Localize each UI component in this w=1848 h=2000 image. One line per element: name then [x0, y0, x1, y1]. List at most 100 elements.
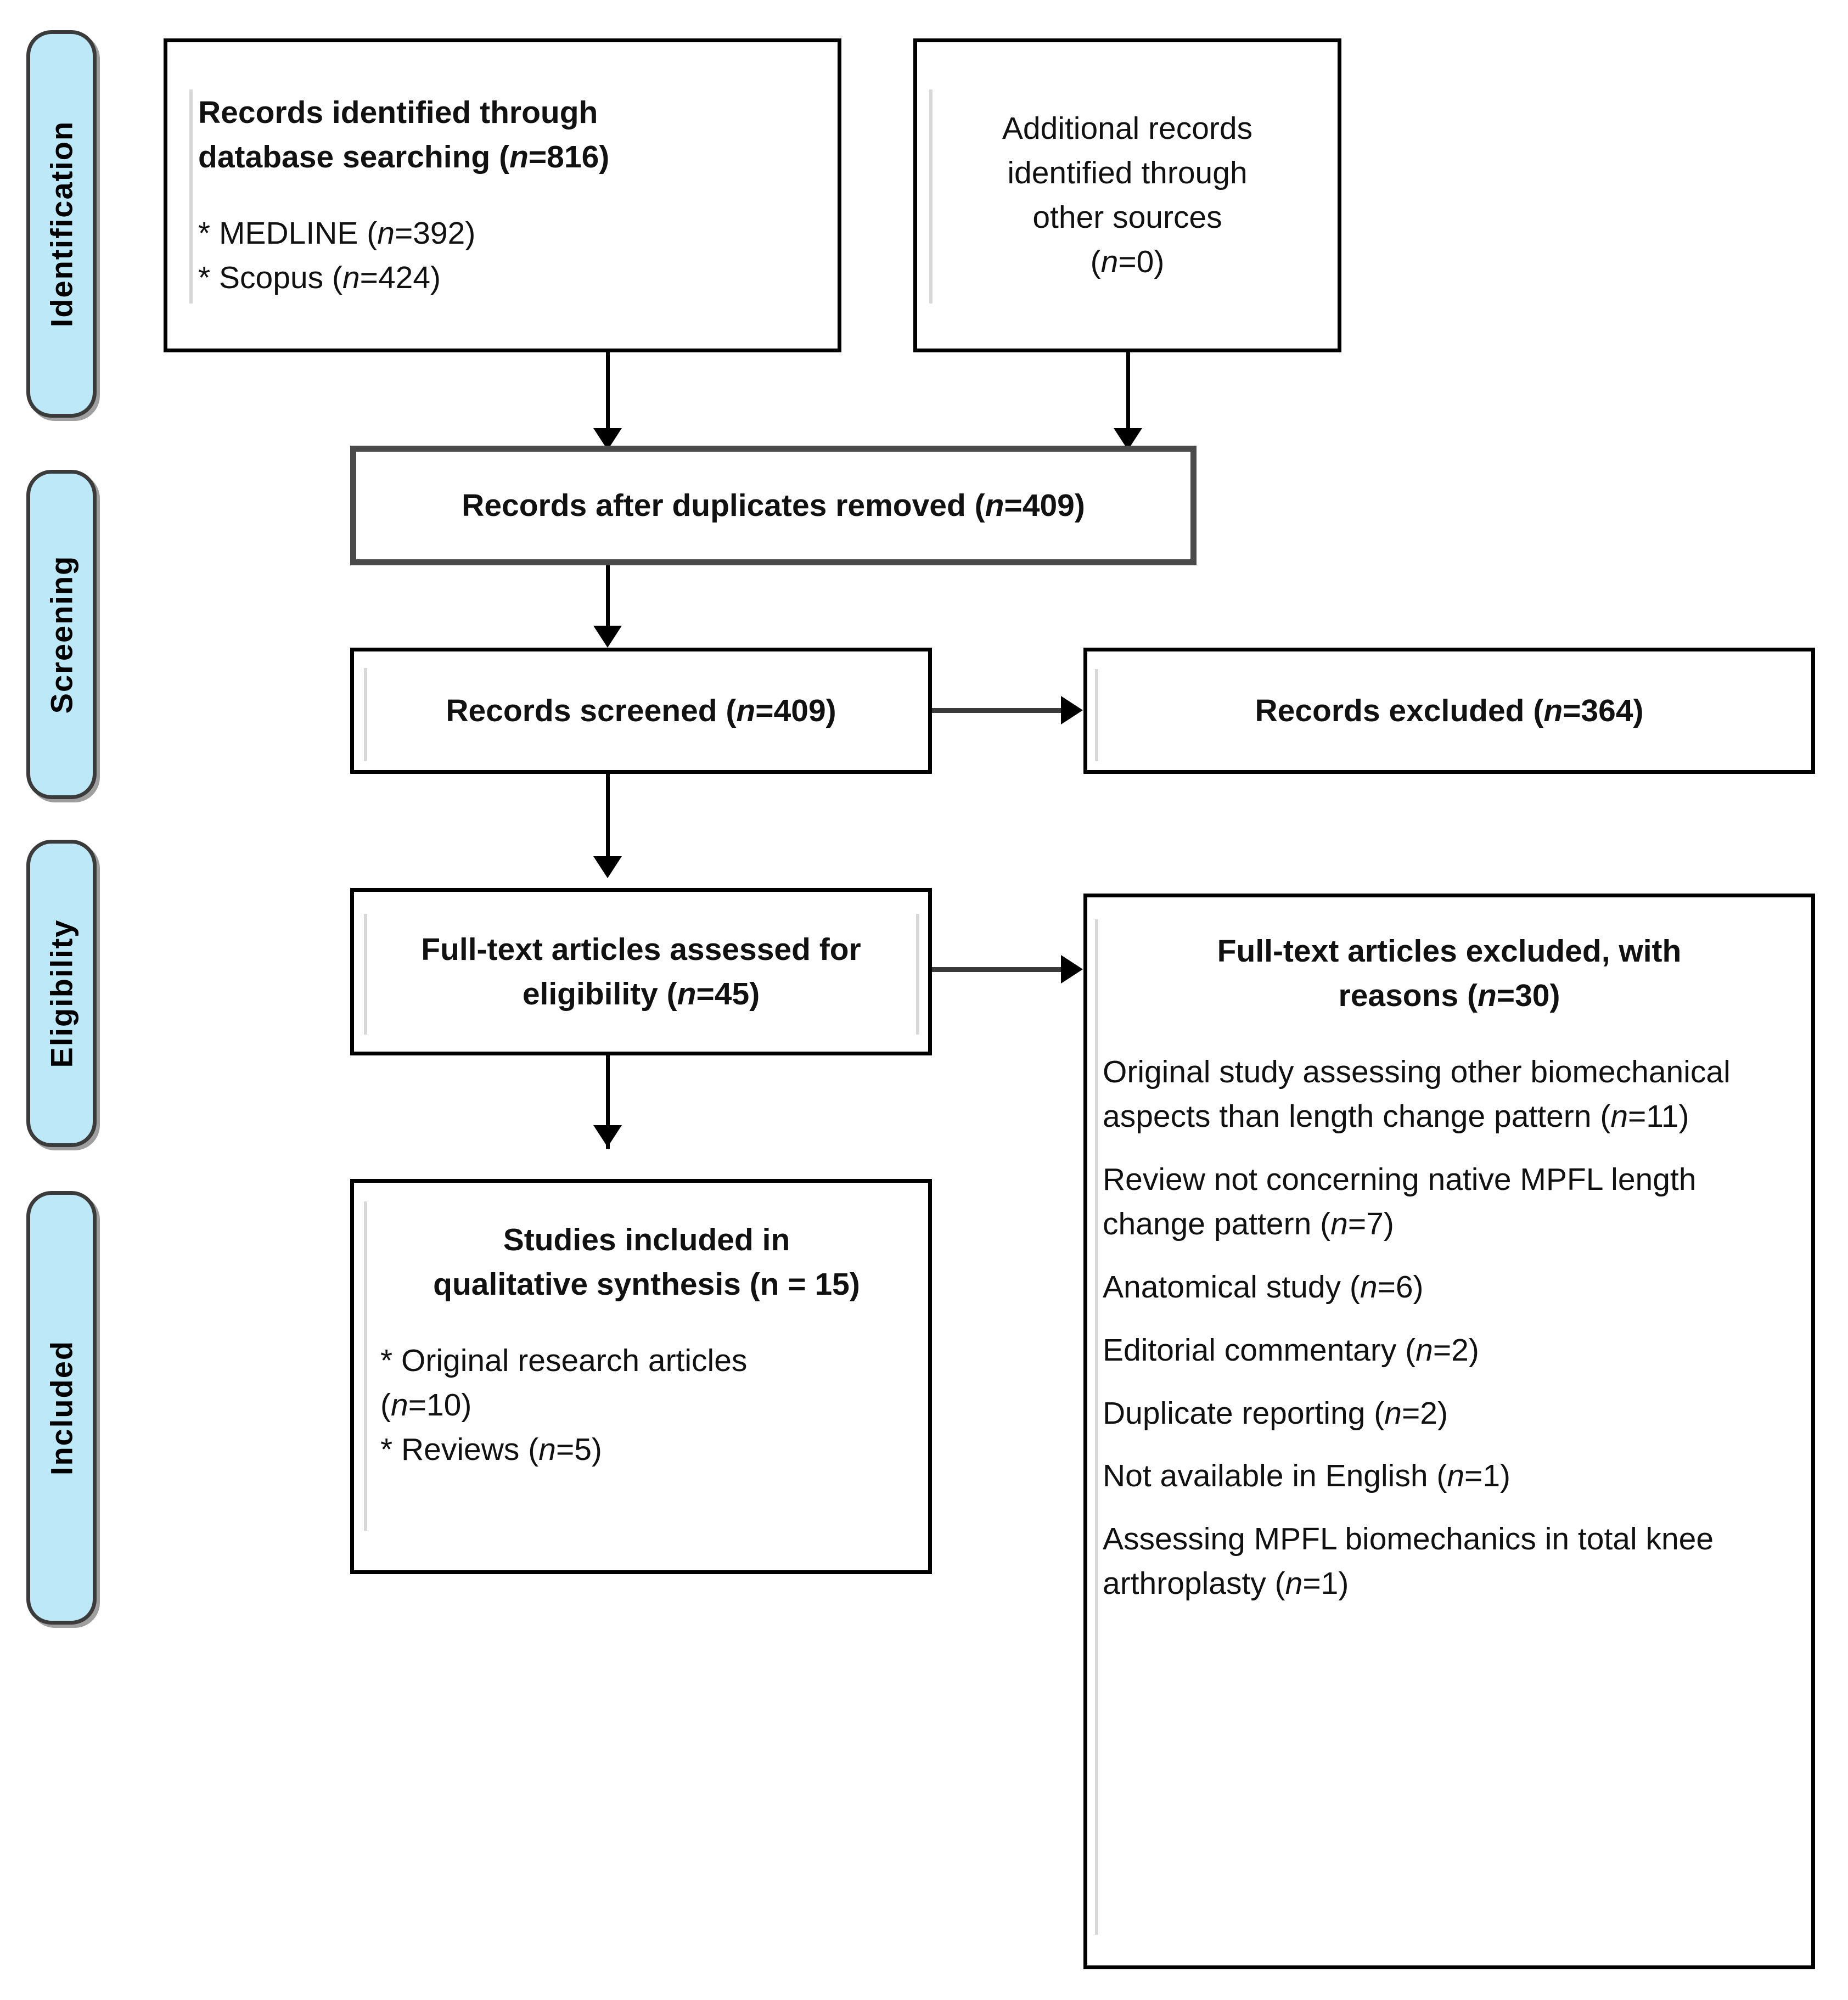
inner-rule-decoration-8 — [364, 1201, 367, 1531]
records-excluded-value: =364) — [1563, 693, 1644, 728]
stage-label-screening: Screening — [44, 555, 79, 714]
arrow-screened-to-fulltext — [593, 856, 622, 878]
stage-label-identification: Identification — [44, 120, 79, 328]
records-screened-n: n — [736, 693, 756, 728]
exclusion-reason-5-value: =2) — [1401, 1395, 1448, 1431]
connector-screened-to-fulltext — [606, 774, 610, 873]
exclusion-reason-4-n: n — [1416, 1332, 1433, 1368]
exclusion-reason-1-text: Original study assessing other biomechan… — [1103, 1054, 1731, 1134]
connector-screened-to-excluded — [932, 708, 1064, 713]
box-records-excluded: Records excluded (n=364) — [1083, 648, 1815, 774]
records-screened-text: Records screened (n=409) — [369, 689, 913, 733]
exclusion-reason-6-text: Not available in English ( — [1103, 1458, 1447, 1494]
database-search-line1: Records identified through — [198, 95, 598, 131]
exclusion-reason-3-text: Anatomical study ( — [1103, 1269, 1360, 1305]
original-count-value: =10) — [408, 1387, 472, 1423]
exclusion-reason-6-value: =1) — [1464, 1458, 1511, 1494]
exclusion-reason-5-n: n — [1384, 1395, 1402, 1431]
exclusion-reason-2-n: n — [1330, 1206, 1348, 1241]
inner-rule-decoration-5 — [364, 914, 367, 1035]
stage-label-included: Included — [44, 1340, 79, 1476]
database-search-line2: database searching (n=816) — [198, 135, 816, 179]
studies-included-item-original-count: (n=10) — [380, 1383, 913, 1428]
box-database-search: Records identified through database sear… — [164, 38, 841, 352]
exclusion-reason-7: Assessing MPFL biomechanics in total kne… — [1103, 1517, 1796, 1606]
records-excluded-n: n — [1543, 693, 1563, 728]
medline-value: =392) — [394, 216, 476, 251]
exclusion-reason-4-value: =2) — [1433, 1332, 1479, 1368]
reviews-prefix: * Reviews ( — [380, 1431, 539, 1467]
exclusion-reason-2-text: Review not concerning native MPFL length… — [1103, 1161, 1697, 1241]
database-search-line2-value: =816) — [528, 139, 610, 175]
connector-db-to-duplicates — [606, 352, 610, 440]
inner-rule-decoration-6 — [916, 914, 919, 1035]
database-search-item-medline: * MEDLINE (n=392) — [198, 211, 816, 256]
reviews-value: =5) — [555, 1431, 602, 1467]
scopus-value: =424) — [360, 260, 441, 295]
database-search-line2-text: database searching ( — [198, 139, 510, 175]
fulltext-assessed-line2: eligibility (n=45) — [369, 972, 913, 1016]
exclusion-reason-5-text: Duplicate reporting ( — [1103, 1395, 1385, 1431]
exclusion-reason-7-value: =1) — [1302, 1566, 1349, 1602]
exclusion-reason-2-value: =7) — [1347, 1206, 1394, 1241]
fulltext-excluded-heading-prefix: reasons ( — [1338, 977, 1478, 1013]
other-sources-paren: ( — [1090, 244, 1101, 279]
box-studies-included: Studies included in qualitative synthesi… — [350, 1179, 932, 1574]
reviews-n: n — [538, 1431, 556, 1467]
studies-included-item-reviews: * Reviews (n=5) — [380, 1428, 913, 1472]
inner-rule-decoration-3 — [364, 668, 367, 761]
stage-pill-identification: Identification — [26, 30, 97, 418]
other-sources-n: n — [1100, 244, 1119, 279]
exclusion-reason-2: Review not concerning native MPFL length… — [1103, 1158, 1796, 1246]
arrow-fulltext-to-excluded — [1061, 955, 1083, 984]
fulltext-excluded-heading-n: n — [1477, 977, 1497, 1013]
inner-rule-decoration — [189, 89, 193, 304]
exclusion-reason-7-text: Assessing MPFL biomechanics in total kne… — [1103, 1521, 1714, 1602]
connector-other-to-duplicates — [1126, 352, 1130, 440]
original-count-paren: ( — [380, 1387, 391, 1423]
exclusion-reason-6-n: n — [1447, 1458, 1465, 1494]
exclusion-reason-5: Duplicate reporting (n=2) — [1103, 1391, 1796, 1436]
stage-pill-screening: Screening — [26, 470, 97, 799]
box-records-screened: Records screened (n=409) — [350, 648, 932, 774]
inner-rule-decoration-7 — [1095, 919, 1098, 1935]
fulltext-excluded-heading-line2: reasons (n=30) — [1103, 974, 1796, 1018]
box-fulltext-assessed: Full-text articles assessed for eligibil… — [350, 888, 932, 1055]
exclusion-reason-4-text: Editorial commentary ( — [1103, 1332, 1416, 1368]
connector-fulltext-to-included — [606, 1055, 610, 1149]
database-search-item-scopus: * Scopus (n=424) — [198, 256, 816, 300]
duplicates-removed-prefix: Records after duplicates removed ( — [462, 487, 985, 523]
exclusion-reason-6: Not available in English (n=1) — [1103, 1454, 1796, 1498]
medline-n: n — [377, 216, 395, 251]
other-sources-line2: identified through — [1007, 155, 1248, 191]
connector-fulltext-to-excluded — [932, 967, 1064, 972]
exclusion-reason-4: Editorial commentary (n=2) — [1103, 1328, 1796, 1373]
connector-duplicates-to-screened — [606, 565, 610, 639]
duplicates-removed-value: =409) — [1004, 487, 1085, 523]
other-sources-line3: other sources — [1032, 200, 1222, 235]
studies-included-line2: qualitative synthesis (n = 15) — [433, 1266, 860, 1302]
fulltext-excluded-heading-value: =30) — [1496, 977, 1560, 1013]
exclusion-reason-1: Original study assessing other biomechan… — [1103, 1050, 1796, 1139]
stage-pill-included: Included — [26, 1191, 97, 1625]
stage-label-eligibility: Eligibility — [44, 919, 79, 1068]
exclusion-reason-1-value: =11) — [1628, 1098, 1689, 1134]
fulltext-assessed-prefix: eligibility ( — [522, 976, 677, 1012]
fulltext-assessed-line1: Full-text articles assessed for — [421, 931, 861, 967]
inner-rule-decoration-4 — [1095, 669, 1098, 761]
fulltext-assessed-n: n — [677, 976, 696, 1012]
stage-pill-eligibility: Eligibility — [26, 840, 97, 1147]
box-duplicates-removed: Records after duplicates removed (n=409) — [350, 446, 1197, 565]
exclusion-reason-7-n: n — [1285, 1566, 1303, 1602]
other-sources-line1: Additional records — [1002, 111, 1253, 147]
arrow-duplicates-to-screened — [593, 626, 622, 648]
records-screened-prefix: Records screened ( — [446, 693, 737, 728]
exclusion-reason-3-value: =6) — [1377, 1269, 1424, 1305]
exclusion-reason-3: Anatomical study (n=6) — [1103, 1265, 1796, 1310]
fulltext-assessed-value: =45) — [696, 976, 760, 1012]
duplicates-removed-n: n — [985, 487, 1004, 523]
scopus-n: n — [342, 260, 360, 295]
arrow-fulltext-to-included — [593, 1125, 622, 1147]
inner-rule-decoration-2 — [929, 89, 933, 304]
